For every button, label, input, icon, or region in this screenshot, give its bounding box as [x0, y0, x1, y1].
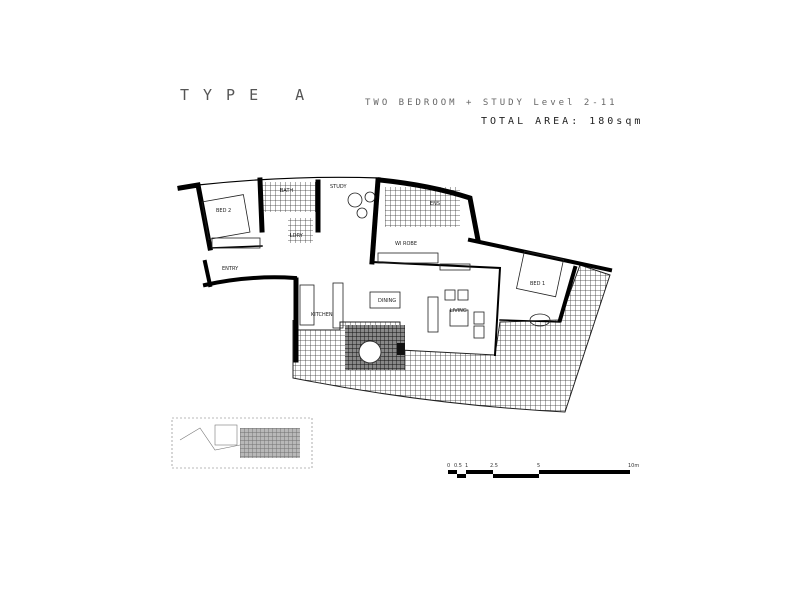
outdoor-table	[358, 340, 382, 364]
scale-tick: 1	[465, 463, 468, 469]
room-label-ens: ENS	[430, 201, 440, 207]
scale-tick: 2.5	[490, 463, 498, 469]
kitchen-island	[332, 282, 344, 329]
scale-tick: 0	[447, 463, 450, 469]
ldry-tiles	[288, 218, 313, 243]
plan-subtitle: TWO BEDROOM + STUDY Level 2-11	[365, 98, 618, 108]
sofa	[427, 296, 439, 333]
kitchen-counter	[299, 284, 315, 326]
bed2-bed	[201, 194, 251, 240]
room-label-bath: BATH	[280, 188, 294, 194]
balcony	[292, 264, 611, 413]
room-label-study: STUDY	[330, 184, 347, 190]
scale-tick: 10m	[628, 463, 639, 469]
tv-unit	[439, 263, 471, 271]
wardrobe-bed2	[211, 237, 261, 249]
room-label-entry: ENTRY	[222, 266, 239, 272]
room-label-bed2: BED 2	[216, 208, 231, 214]
key-plan	[171, 417, 313, 469]
room-label-ldry: LDRY	[290, 233, 304, 239]
dining-table	[369, 291, 401, 309]
total-area: TOTAL AREA: 180sqm	[481, 116, 644, 127]
scale-tick: 5	[537, 463, 540, 469]
bath-tiles	[262, 182, 317, 212]
scale-bar: 0 0.5 1 2.5 5 10m	[447, 463, 639, 478]
bed1-bed	[516, 250, 564, 298]
room-label-living: LIVING	[450, 308, 467, 314]
scale-tick: 0.5	[454, 463, 462, 469]
wardrobe-robe	[377, 252, 439, 264]
room-label-bed1: BED 1	[530, 281, 545, 287]
room-label-kitchen: KITCHEN	[311, 312, 333, 318]
plan-title: TYPE A	[180, 86, 319, 104]
room-label-wirobe: WI ROBE	[395, 241, 417, 247]
room-label-dining: DINING	[378, 298, 396, 304]
